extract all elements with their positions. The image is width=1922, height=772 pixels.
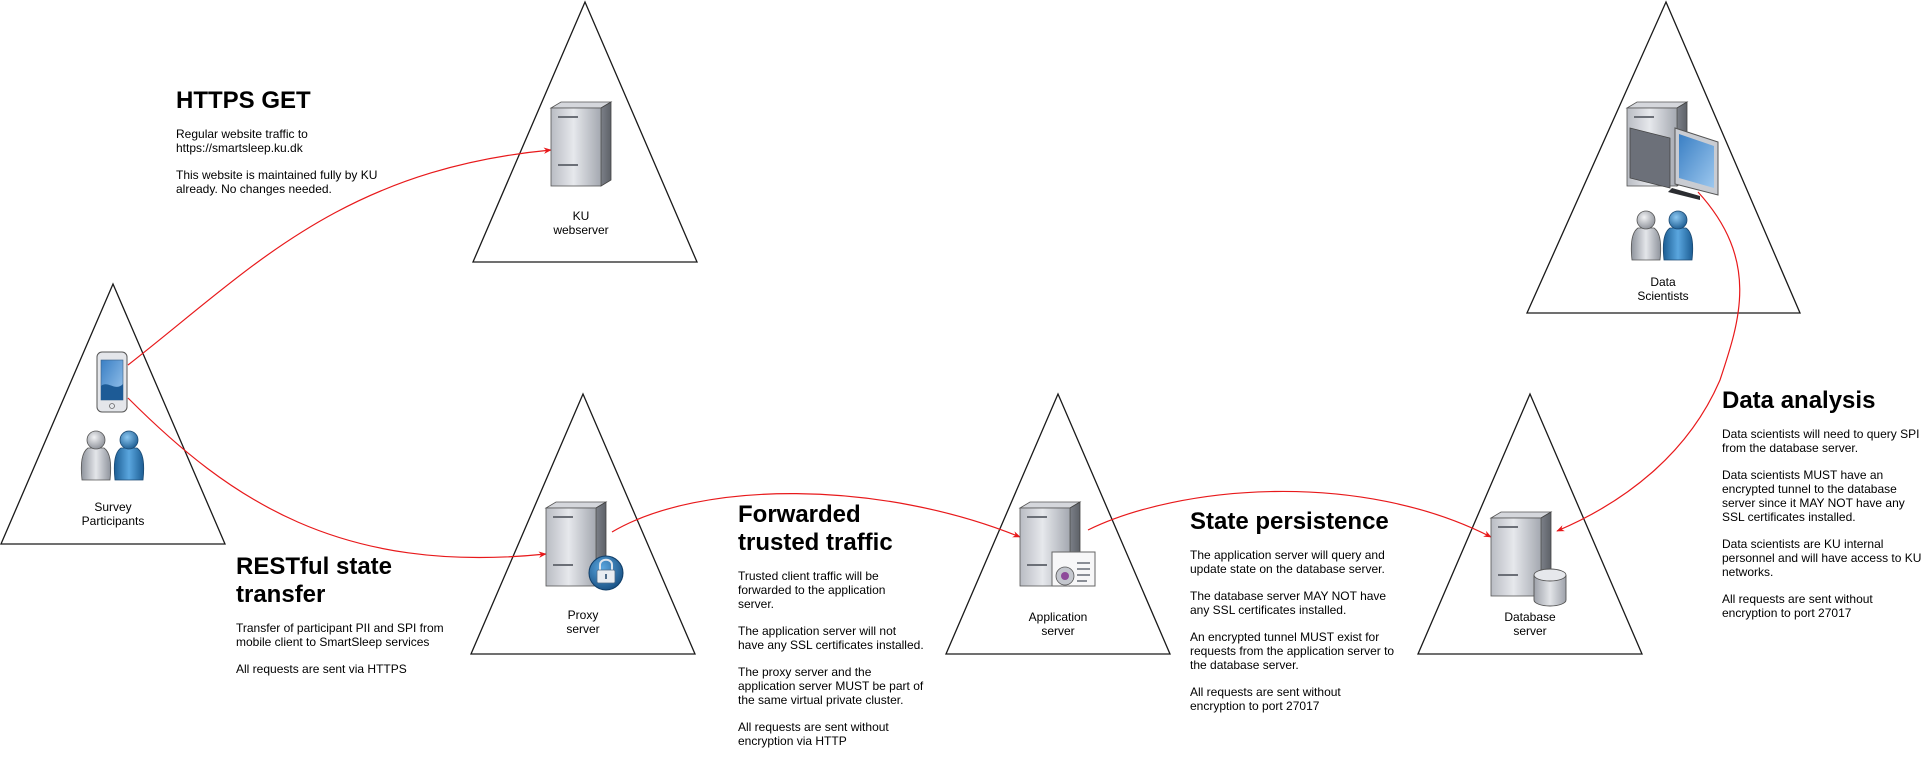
block-paragraph: All requests are sent via HTTPS (236, 662, 407, 676)
data-analysis-arrow (1556, 191, 1741, 532)
block-paragraph: The application server will query and up… (1190, 548, 1385, 576)
person-icon (80, 430, 112, 481)
state-persistence-block: State persistence The application server… (1190, 508, 1395, 726)
block-title: State persistence (1190, 508, 1389, 535)
database-server-label: Database server (1504, 610, 1556, 638)
block-paragraph: The proxy server and the application ser… (738, 665, 924, 707)
block-title: RESTful state transfer (236, 553, 393, 608)
block-paragraph: The application server will not have any… (738, 624, 924, 652)
lock-icon (588, 555, 624, 591)
block-title: Forwarded trusted traffic (738, 501, 893, 556)
block-paragraph: All requests are sent without encryption… (738, 720, 889, 748)
proxy-triangle (470, 392, 696, 655)
person-icon (1630, 210, 1662, 261)
ku-webserver-label: KU webserver (553, 209, 609, 237)
block-paragraph: Transfer of participant PII and SPI from… (236, 621, 444, 649)
application-server-label: Application server (1028, 610, 1088, 638)
database-icon (1533, 568, 1567, 607)
block-paragraph: Data scientists will need to query SPI f… (1722, 427, 1920, 455)
person-icon (113, 430, 145, 481)
monitor-icon (1629, 127, 1719, 200)
https-get-arrow (127, 147, 552, 366)
server-icon (550, 101, 612, 187)
https-get-block: HTTPS GET Regular website traffic to htt… (176, 87, 396, 209)
data-scientists-triangle (1525, 0, 1801, 314)
block-paragraph: Regular website traffic to https://smart… (176, 127, 308, 155)
block-paragraph: Trusted client traffic will be forwarded… (738, 569, 886, 611)
certificate-icon (1051, 551, 1096, 587)
ku-webserver-triangle (472, 0, 698, 263)
forwarded-block: Forwarded trusted traffic Trusted client… (738, 501, 924, 761)
state-persistence-arrow (1087, 490, 1492, 538)
survey-triangle (0, 282, 226, 545)
proxy-server-label: Proxy server (566, 608, 600, 636)
data-scientists-label: Data Scientists (1637, 275, 1689, 303)
block-title: Data analysis (1722, 387, 1876, 414)
forwarded-arrow (611, 493, 1021, 538)
block-paragraph: An encrypted tunnel MUST exist for reque… (1190, 630, 1395, 672)
block-paragraph: This website is maintained fully by KU a… (176, 168, 378, 196)
database-triangle (1417, 392, 1643, 655)
block-paragraph: Data scientists MUST have an encrypted t… (1722, 468, 1905, 524)
data-analysis-block: Data analysis Data scientists will need … (1722, 387, 1922, 633)
smartphone-icon (96, 351, 128, 413)
restful-block: RESTful state transfer Transfer of parti… (236, 553, 466, 689)
block-paragraph: All requests are sent without encryption… (1190, 685, 1341, 713)
block-title: HTTPS GET (176, 87, 311, 114)
block-paragraph: Data scientists are KU internal personne… (1722, 537, 1922, 579)
survey-participants-label: Survey Participants (81, 500, 145, 528)
block-paragraph: The database server MAY NOT have any SSL… (1190, 589, 1387, 617)
restful-arrow (127, 397, 547, 559)
block-paragraph: All requests are sent without encryption… (1722, 592, 1873, 620)
person-icon (1662, 210, 1694, 261)
application-triangle (945, 392, 1171, 655)
